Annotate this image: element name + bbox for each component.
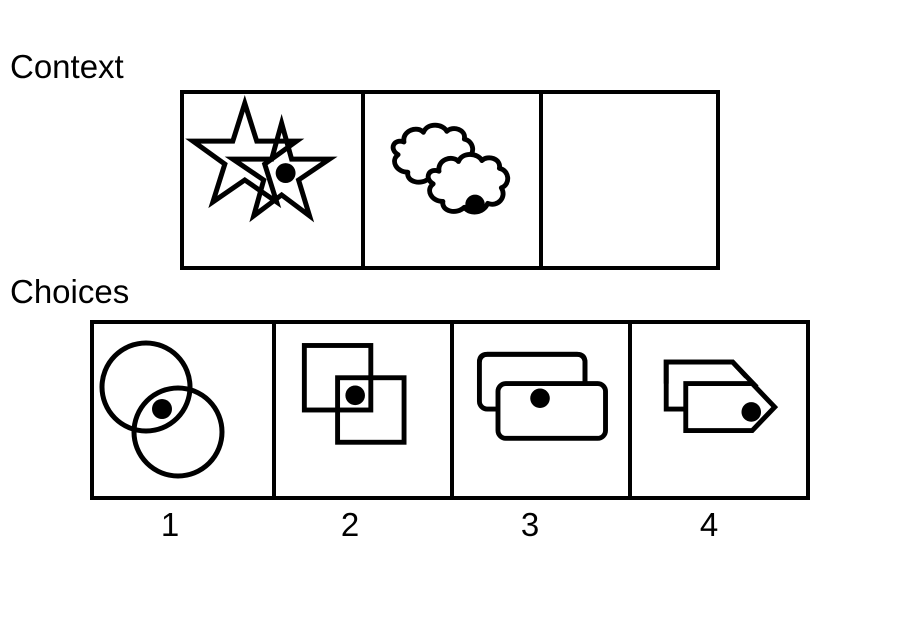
choice-number-3[interactable]: 3: [520, 506, 540, 543]
circle-pair-figure: [99, 340, 225, 479]
choices-heading: Choices: [10, 273, 130, 310]
cloud-shape-front: [426, 152, 511, 215]
marker-dot: [530, 388, 550, 409]
marker-dot: [345, 385, 365, 406]
circle-shape-front: [131, 385, 225, 479]
context-panel-row: [180, 90, 720, 270]
context-heading: Context: [10, 48, 124, 85]
choice-panel-2[interactable]: [272, 324, 450, 496]
marker-dot: [465, 194, 486, 215]
circle-shape-back: [99, 340, 193, 434]
rounded-rectangle-front: [495, 381, 608, 441]
marker-dot: [741, 402, 762, 422]
context-panel-2: [361, 94, 538, 266]
rounded-rectangle-pair-figure: [476, 351, 608, 441]
choices-panel-row: [90, 320, 810, 500]
cloud-pair-figure: [391, 122, 511, 215]
star-pair-figure: [185, 95, 338, 223]
choice-panel-4[interactable]: [628, 324, 806, 496]
tag-pair-figure: [663, 359, 779, 433]
tag-shape-front: [683, 381, 779, 433]
choice-number-2[interactable]: 2: [340, 506, 360, 543]
square-shape-front: [335, 375, 407, 445]
square-pair-figure: [301, 343, 407, 445]
choice-panel-3[interactable]: [450, 324, 628, 496]
context-panel-3-empty: [538, 94, 716, 266]
star-shape-front: [224, 113, 338, 223]
marker-dot: [275, 163, 296, 183]
choice-number-1[interactable]: 1: [160, 506, 180, 543]
choice-panel-1[interactable]: [94, 324, 272, 496]
context-panel-1: [184, 94, 361, 266]
star-shape-back: [185, 95, 305, 209]
marker-dot: [152, 399, 172, 419]
choice-number-4[interactable]: 4: [699, 506, 719, 543]
